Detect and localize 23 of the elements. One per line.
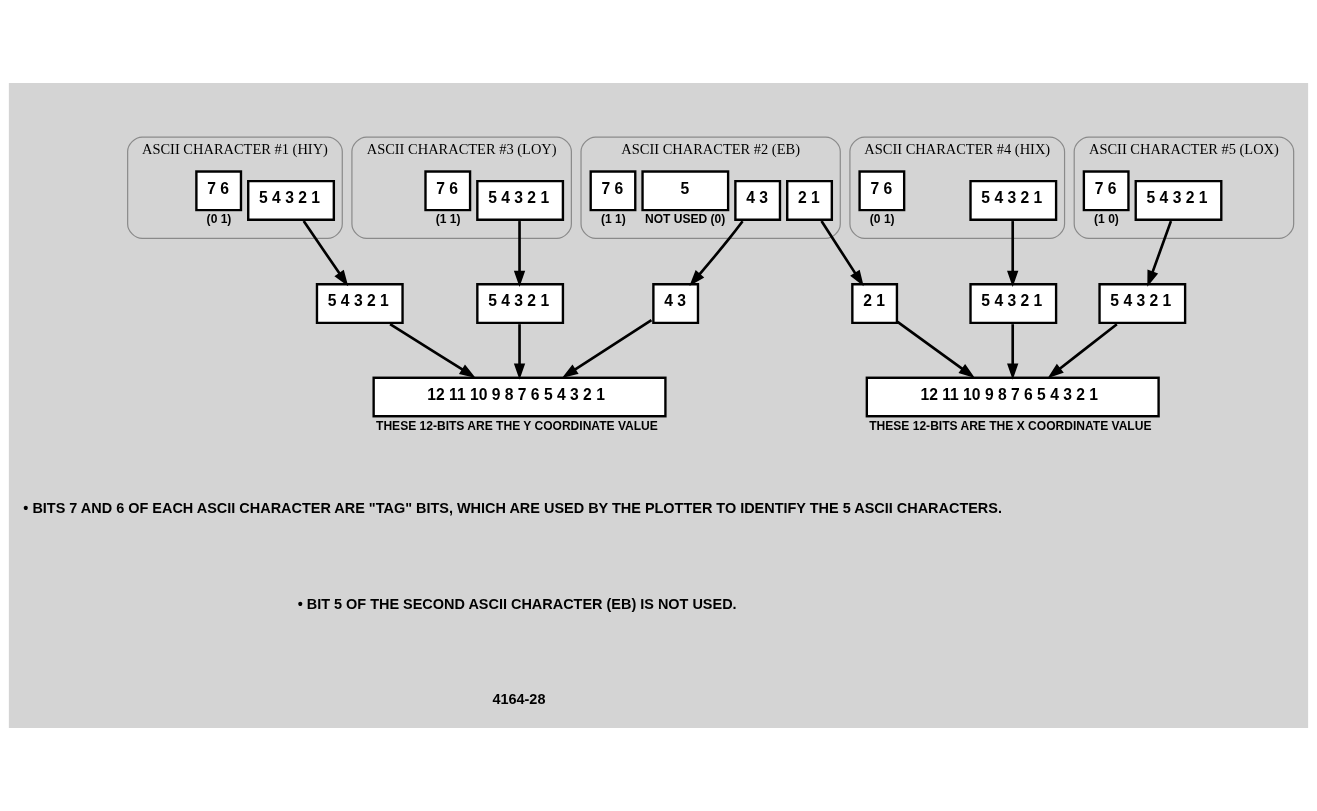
arrow: [513, 221, 526, 287]
arrow: [1007, 324, 1019, 380]
node-label: (0 1): [206, 212, 232, 227]
arrow: [1147, 220, 1173, 287]
node-label: (1 1): [600, 212, 626, 227]
node-label: (1 1): [435, 212, 461, 227]
arrow: [513, 324, 526, 380]
node-label: THESE 12-BITS ARE THE Y COORDINATE VALUE: [376, 418, 658, 433]
node-label: THESE 12-BITS ARE THE X COORDINATE VALUE: [869, 418, 1152, 433]
arrow: [896, 320, 975, 378]
node-label: (1 0): [1094, 212, 1119, 227]
arrow: [689, 220, 744, 287]
label: • BIT 5 OF THE SECOND ASCII CHARACTER (EB) IS NOT USED.: [297, 595, 737, 612]
label: 4164-28: [492, 691, 546, 707]
arrow: [1047, 323, 1118, 379]
node-label: NOT USED (0): [644, 212, 726, 227]
arrow: [389, 323, 476, 378]
arrow: [561, 318, 653, 378]
node-label: (0 1): [869, 212, 895, 227]
arrow: [302, 220, 349, 287]
arrow: [1007, 221, 1019, 287]
label: • BITS 7 AND 6 OF EACH ASCII CHARACTER ARE "TAG" BITS, WHICH ARE USED BY THE PLOTTER TO IDENTIFY THE 5 ASCII CHARACTERS.: [23, 500, 1002, 517]
arrow: [820, 220, 864, 287]
